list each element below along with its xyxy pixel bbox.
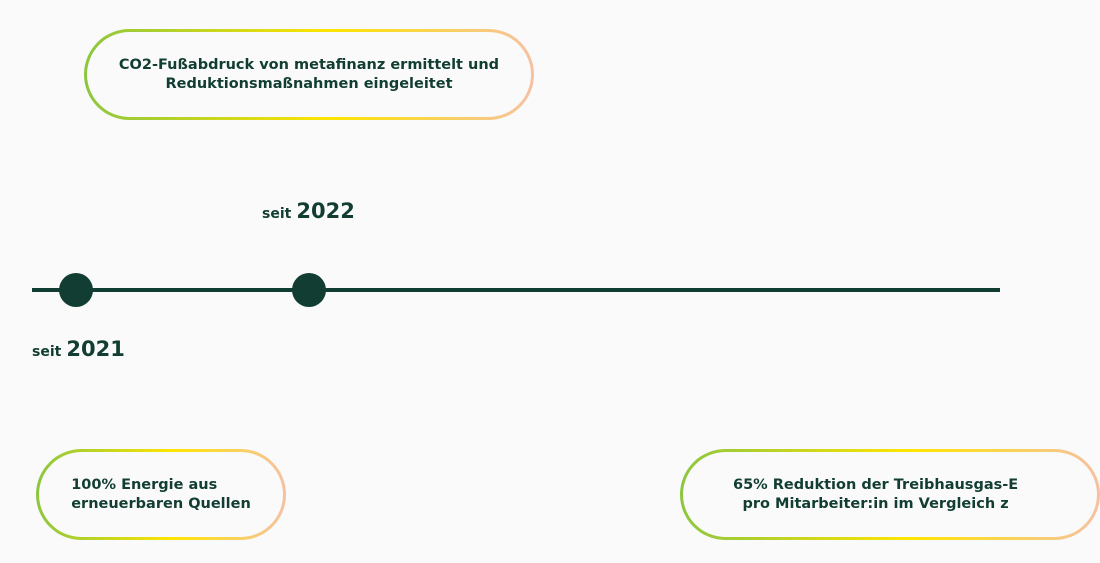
milestone-emissions-card: 65% Reduktion der Treibhausgas-E pro Mit… xyxy=(680,449,1100,540)
timeline-node-2021 xyxy=(59,273,93,307)
milestone-2022-text: CO2-Fußabdruck von metafinanz ermittelt … xyxy=(118,56,500,92)
year-prefix-2022: seit xyxy=(262,206,292,222)
milestone-emissions-text: 65% Reduktion der Treibhausgas-E pro Mit… xyxy=(733,476,1019,512)
year-label-2022: seit 2022 xyxy=(262,199,355,223)
year-value-2021: 2021 xyxy=(66,337,125,361)
timeline-graphics xyxy=(32,128,1000,440)
milestone-2022-card: CO2-Fußabdruck von metafinanz ermittelt … xyxy=(84,29,534,120)
milestone-2021-card: 100% Energie aus erneuerbaren Quellen xyxy=(36,449,286,540)
year-prefix-2021: seit xyxy=(32,344,62,360)
timeline-diagram: CO2-Fußabdruck von metafinanz ermittelt … xyxy=(32,29,1097,540)
timeline-node-2022 xyxy=(292,273,326,307)
year-label-2021: seit 2021 xyxy=(32,337,125,361)
milestone-2021-text: 100% Energie aus erneuerbaren Quellen xyxy=(71,476,251,512)
year-value-2022: 2022 xyxy=(296,199,355,223)
